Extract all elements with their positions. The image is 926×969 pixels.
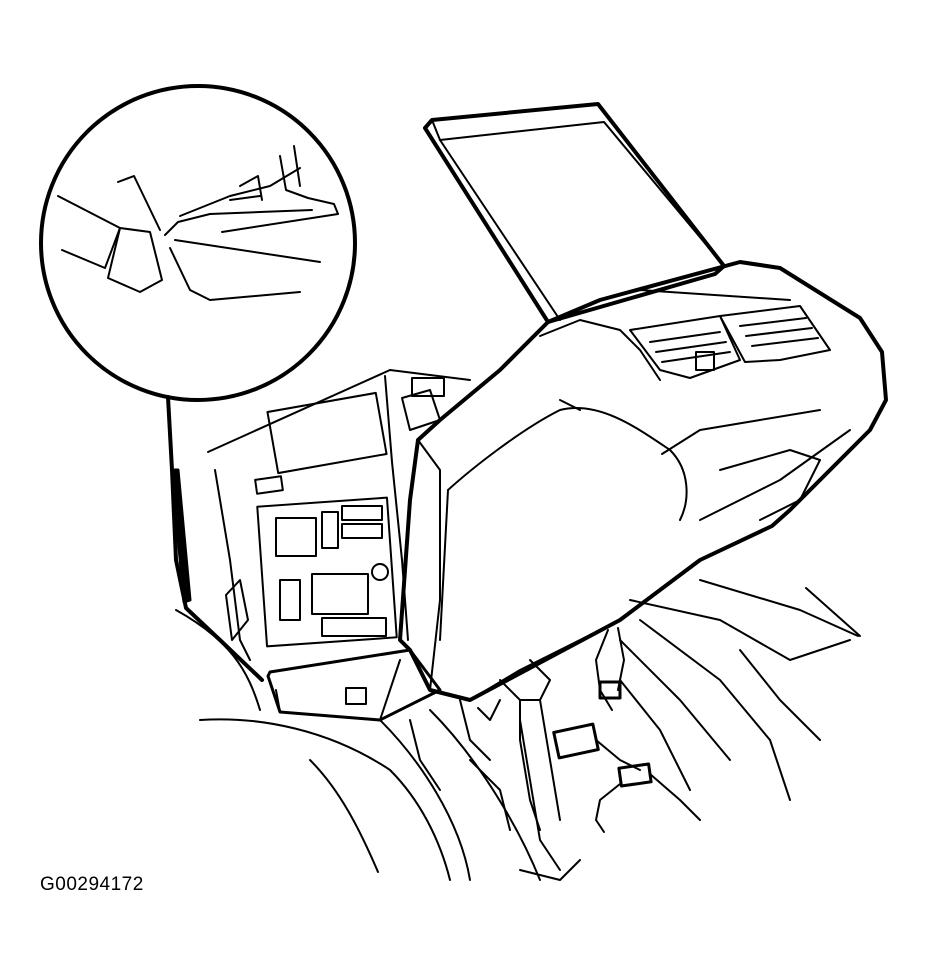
rear-air-vents [629, 305, 831, 379]
connector-middle [552, 722, 600, 760]
display-panel [266, 391, 388, 475]
console-base [266, 648, 561, 871]
inset-clip-detail [57, 145, 339, 301]
radio-unit [256, 496, 398, 648]
console-lid [423, 102, 726, 324]
connector-lower [617, 762, 653, 788]
wiring-harness [552, 627, 701, 833]
detail-inset [39, 84, 357, 682]
detail-circle [39, 84, 357, 402]
detail-leader-thick [170, 468, 192, 604]
console-body [398, 260, 888, 702]
passenger-seat [619, 579, 861, 801]
connector-upper [598, 680, 622, 700]
dashboard [175, 369, 471, 881]
driver-seat [379, 709, 581, 881]
figure-id-label: G00294172 [40, 874, 144, 895]
